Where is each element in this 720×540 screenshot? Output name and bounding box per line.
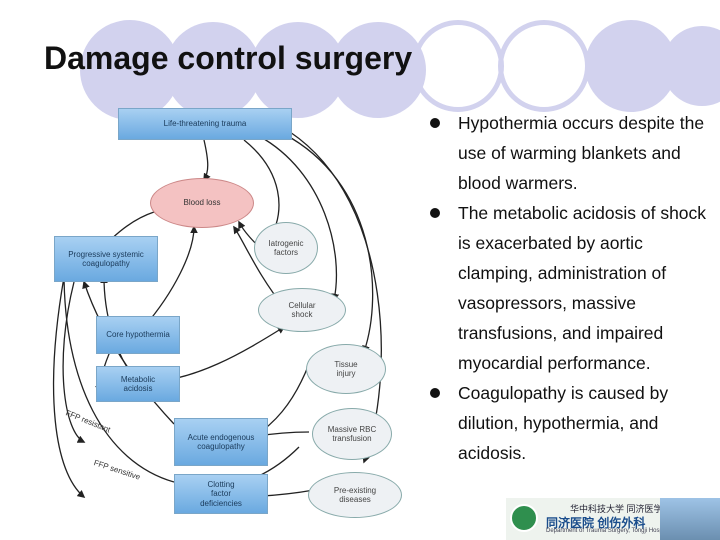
decorative-circle xyxy=(330,22,426,118)
arrow xyxy=(62,281,86,443)
decorative-circle xyxy=(80,20,180,120)
node-metabolic-acidosis: Metabolic acidosis xyxy=(96,366,180,402)
arrow xyxy=(52,276,86,499)
bullet-text: The metabolic acidosis of shock is exace… xyxy=(458,203,707,373)
damage-control-diagram: Life-threatening trauma Blood loss Iatro… xyxy=(44,102,404,522)
node-pre-existing-diseases: Pre-existing diseases xyxy=(308,472,402,518)
decorative-circle xyxy=(662,26,720,106)
logo-hospital-text: 同济医院 创伤外科 xyxy=(546,516,646,530)
arrow xyxy=(243,139,280,236)
arrow xyxy=(60,270,175,483)
arrow xyxy=(203,139,211,182)
bullet-dot xyxy=(430,118,440,128)
bullet-dot xyxy=(430,388,440,398)
node-acute-endogenous-coagulopathy: Acute endogenous coagulopathy xyxy=(174,418,268,466)
node-blood-loss: Blood loss xyxy=(150,178,254,228)
node-life-threatening-trauma: Life-threatening trauma xyxy=(118,108,292,140)
bullet-dot xyxy=(430,208,440,218)
arrow xyxy=(143,225,198,328)
bullet-text: Hypothermia occurs despite the use of wa… xyxy=(458,113,705,193)
bullet-item: The metabolic acidosis of shock is exace… xyxy=(424,198,716,378)
node-core-hypothermia: Core hypothermia xyxy=(96,316,180,354)
bullet-text: Coagulopathy is caused by dilution, hypo… xyxy=(458,383,669,463)
node-iatrogenic-factors: Iatrogenic factors xyxy=(254,222,318,274)
arrow xyxy=(258,135,340,302)
building-photo xyxy=(660,498,720,540)
node-tissue-injury: Tissue injury xyxy=(306,344,386,394)
node-clotting-factor-deficiencies: Clotting factor deficiencies xyxy=(174,474,268,514)
node-progressive-coagulopathy: Progressive systemic coagulopathy xyxy=(54,236,158,282)
logo-department-text: Department of Trauma Surgery, Tongji Hos… xyxy=(546,528,671,534)
node-cellular-shock: Cellular shock xyxy=(258,288,346,332)
bullet-list: Hypothermia occurs despite the use of wa… xyxy=(424,108,716,468)
decorative-ring xyxy=(498,20,590,112)
bullet-item: Hypothermia occurs despite the use of wa… xyxy=(424,108,716,198)
hospital-emblem-icon xyxy=(510,504,538,532)
arrow xyxy=(82,280,175,425)
slide-title: Damage control surgery xyxy=(44,40,413,76)
decorative-circle xyxy=(165,22,261,118)
decorative-ring xyxy=(412,20,504,112)
bullet-item: Coagulopathy is caused by dilution, hypo… xyxy=(424,378,716,468)
logo-university-text: 华中科技大学 同济医学院 xyxy=(570,504,672,514)
decorative-circle xyxy=(585,20,677,112)
hospital-logo-banner: 华中科技大学 同济医学院 同济医院 创伤外科 Department of Tra… xyxy=(506,498,720,540)
node-massive-rbc-transfusion: Massive RBC transfusion xyxy=(312,408,392,460)
